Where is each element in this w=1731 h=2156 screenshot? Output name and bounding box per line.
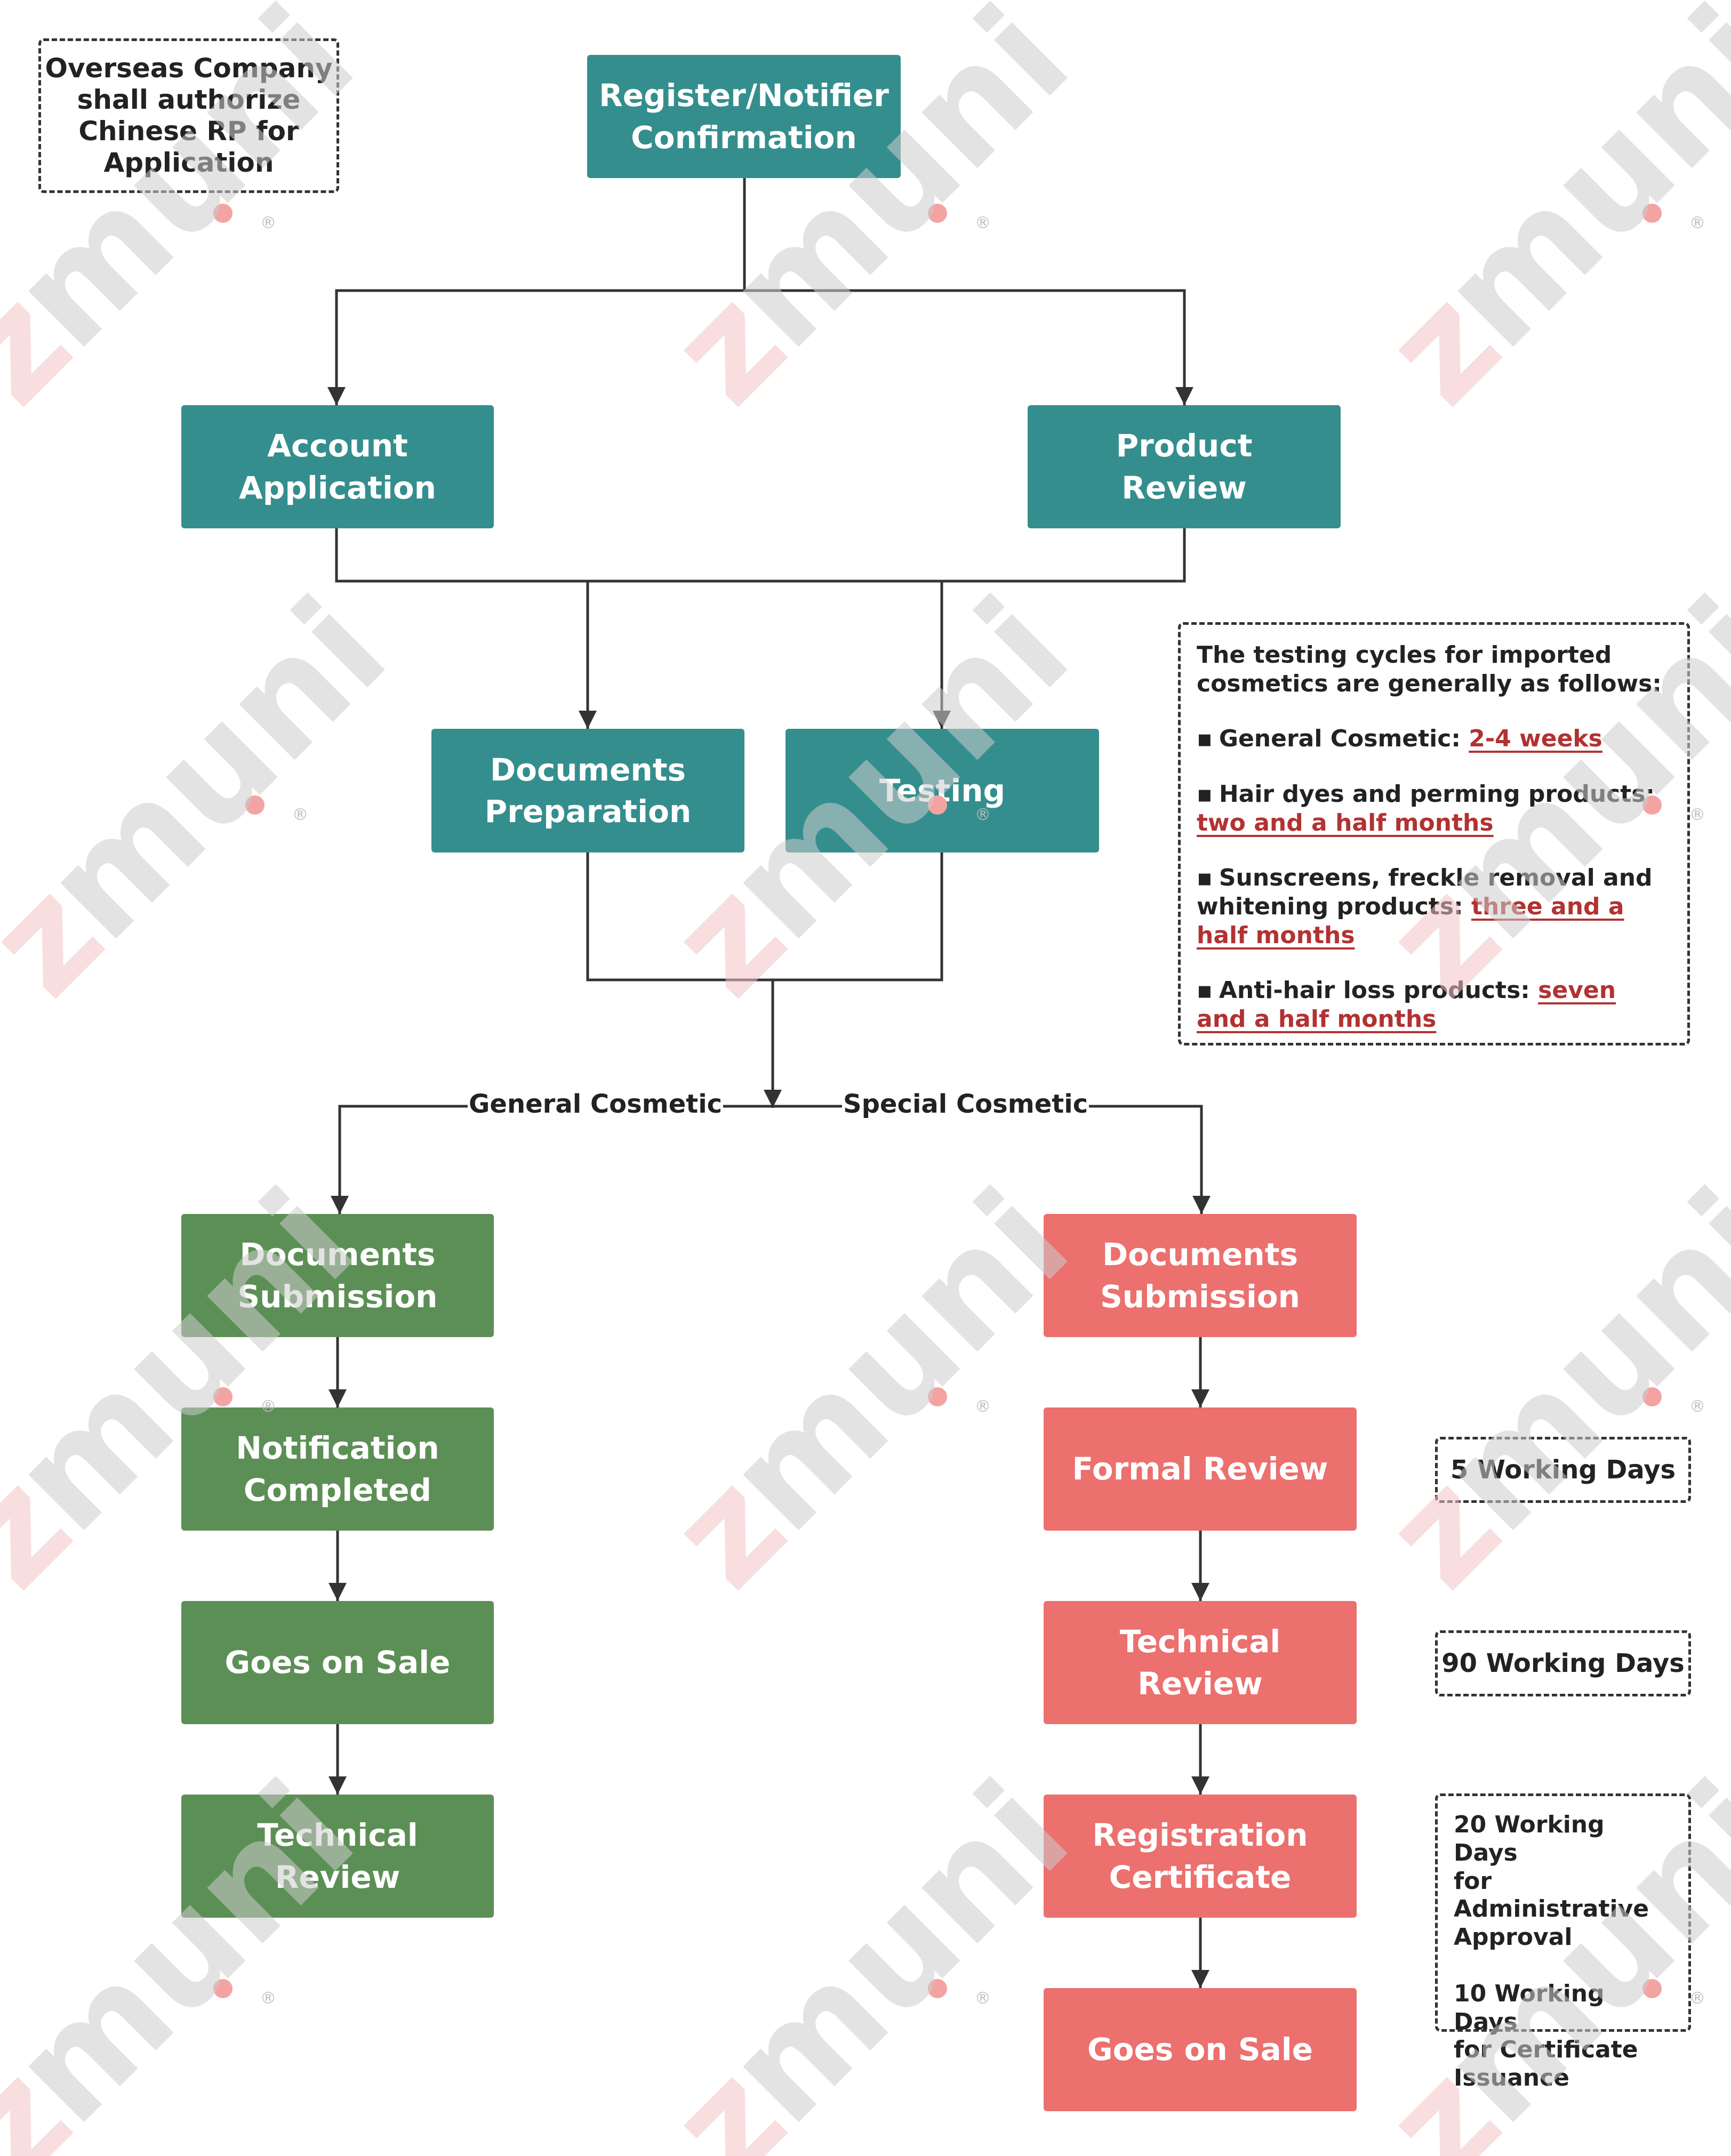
testing-cycles-note: The testing cycles for imported cosmetic… xyxy=(1178,622,1690,1045)
special-cosmetic-label: Special Cosmetic xyxy=(842,1089,1089,1119)
general-goes-on-sale-node: Goes on Sale xyxy=(181,1601,494,1724)
testing-cycle-item: ▪Hair dyes and perming products: two and… xyxy=(1197,781,1655,836)
technical-review-days-note: 90 Working Days xyxy=(1435,1630,1691,1696)
connector-prep-testing-merge xyxy=(586,852,943,982)
connector-account-product-merge xyxy=(335,528,1186,583)
documents-preparation-node: Documents Preparation xyxy=(431,729,744,852)
general-notification-completed-node: Notification Completed xyxy=(181,1407,494,1531)
testing-cycle-item: ▪Anti-hair loss products: seven and a ha… xyxy=(1197,977,1616,1033)
testing-node: Testing xyxy=(786,729,1099,852)
testing-cycle-item: ▪Sunscreens, freckle removal and whiteni… xyxy=(1197,864,1653,949)
connector-branch-special xyxy=(773,1105,1211,1214)
special-goes-on-sale-node: Goes on Sale xyxy=(1044,1988,1357,2111)
special-technical-review-node: Technical Review xyxy=(1044,1601,1357,1724)
testing-cycle-item: ▪General Cosmetic: 2-4 weeks xyxy=(1197,725,1602,753)
connector-branch-general xyxy=(331,1105,773,1214)
connector-to-product xyxy=(744,289,1193,405)
special-formal-review-node: Formal Review xyxy=(1044,1407,1357,1531)
connector-to-account xyxy=(327,289,744,405)
general-documents-submission-node: Documents Submission xyxy=(181,1214,494,1337)
product-review-node: Product Review xyxy=(1028,405,1341,528)
register-notifier-node: Register/Notifier Confirmation xyxy=(587,55,901,178)
general-technical-review-node: Technical Review xyxy=(181,1795,494,1918)
special-registration-certificate-node: Registration Certificate xyxy=(1044,1795,1357,1918)
special-documents-submission-node: Documents Submission xyxy=(1044,1214,1357,1337)
account-application-node: Account Application xyxy=(181,405,494,528)
overseas-company-note: Overseas Company shall authorize Chinese… xyxy=(38,38,339,193)
general-cosmetic-label: General Cosmetic xyxy=(468,1089,724,1119)
testing-cycles-intro: The testing cycles for imported cosmetic… xyxy=(1197,641,1662,697)
certificate-days-note: 20 Working Days for Administrative Appro… xyxy=(1435,1793,1691,2091)
formal-review-days-note: 5 Working Days xyxy=(1435,1437,1691,1503)
